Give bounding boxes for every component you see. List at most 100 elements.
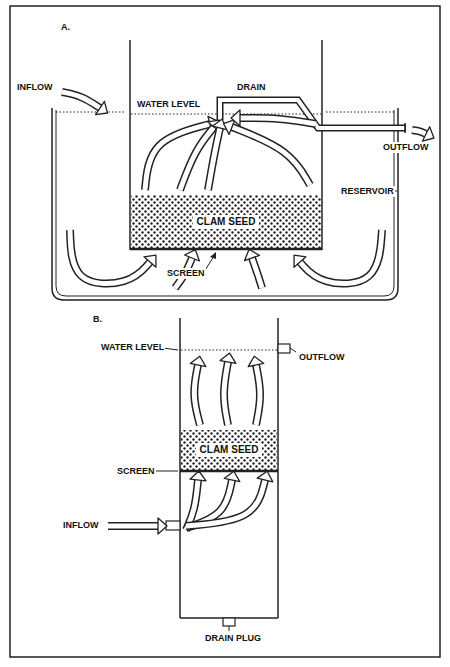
outflow-spout	[278, 344, 290, 353]
reservoir-wall	[56, 110, 394, 296]
flow-arrow-head	[96, 101, 108, 114]
part-label: SCREEN	[166, 268, 206, 279]
screen-line	[130, 248, 322, 251]
seed-band: CLAM SEED	[131, 195, 321, 248]
node-text: CLAM SEED	[196, 443, 263, 457]
water-level-line	[131, 114, 321, 115]
flow-arrow-fill	[240, 118, 316, 124]
flow-arrow-outline	[70, 230, 150, 284]
clam-seed-bed	[181, 430, 277, 470]
flow-arrow	[412, 127, 434, 141]
flow-arrow-fill	[412, 130, 426, 134]
flow-arrow	[231, 110, 316, 126]
water-level-line	[181, 350, 277, 351]
flow-arrow-head	[422, 127, 434, 141]
flow-arrow-fill	[194, 365, 200, 425]
drain-pipe	[220, 100, 405, 128]
flow-arrow	[190, 356, 206, 425]
screen-line	[180, 470, 278, 473]
flow-arrow-outline	[232, 127, 310, 185]
flow-arrow-fill	[252, 258, 262, 288]
flow-arrow	[108, 518, 167, 534]
part-label: WATER LEVEL	[136, 99, 201, 110]
flow-arrow-fill	[186, 480, 265, 526]
flow-arrow-outline	[224, 362, 228, 425]
leader-line	[152, 471, 178, 472]
flow-arrow-outline	[208, 128, 220, 190]
pipe-end	[404, 123, 406, 133]
flow-arrow-outline	[240, 118, 316, 124]
leader-head	[210, 252, 216, 259]
flow-arrow-fill	[208, 128, 220, 190]
part-label: SCREEN	[116, 466, 156, 477]
flow-arrow-outline	[256, 365, 260, 425]
part-label: INFLOW	[62, 520, 100, 531]
flow-arrow-fill	[62, 92, 100, 108]
flow-arrow	[294, 230, 382, 284]
flow-arrow-outline	[186, 480, 265, 526]
flow-arrow-fill	[145, 124, 210, 190]
flow-arrow-fill	[256, 365, 260, 425]
flow-arrow-fill	[300, 230, 382, 284]
flow-arrow-head	[231, 110, 240, 126]
flow-arrow-outline	[300, 230, 382, 284]
flow-arrow-outline	[252, 258, 262, 288]
flow-arrow	[186, 471, 273, 526]
part-label: WATER LEVEL	[100, 342, 165, 353]
flow-arrow	[180, 120, 220, 190]
flow-arrow-outline	[145, 124, 210, 190]
flow-arrow-head	[245, 250, 260, 261]
part-label: DRAIN	[236, 82, 267, 93]
part-label: B.	[92, 314, 103, 325]
flow-arrow-fill	[224, 362, 228, 425]
flow-arrow-outline	[108, 522, 158, 530]
column-wall	[277, 318, 279, 618]
flow-arrow	[248, 356, 264, 425]
flow-arrow	[224, 120, 310, 185]
flow-arrow-head	[224, 120, 235, 135]
flow-arrow-head	[248, 356, 264, 366]
node-text: CLAM SEED	[193, 215, 260, 229]
flow-arrow-fill	[70, 230, 150, 284]
drain-pipe	[220, 100, 406, 128]
flow-arrow-outline	[412, 130, 426, 134]
inflow-pipe	[166, 521, 180, 530]
flow-arrow	[220, 353, 236, 425]
water-level-line	[56, 112, 126, 113]
part-label: DRAIN PLUG	[204, 633, 262, 644]
leader-line	[229, 626, 230, 631]
seed-band: CLAM SEED	[181, 430, 277, 470]
part-label: OUTFLOW	[298, 352, 346, 363]
flow-arrow	[245, 250, 263, 289]
flow-arrow-head	[190, 471, 206, 481]
column-wall	[179, 318, 181, 618]
flow-arrow-head	[144, 255, 156, 267]
flow-arrow-outline	[194, 365, 200, 425]
drain-plug	[223, 618, 235, 626]
flow-arrow-head	[224, 471, 240, 481]
clam-seed-bed	[131, 195, 321, 248]
flow-arrow-head	[294, 255, 306, 267]
water-level-line	[326, 112, 394, 113]
frame	[10, 6, 440, 657]
flow-arrow	[70, 230, 156, 284]
flow-arrow-head	[185, 250, 200, 261]
flow-arrow-outline	[62, 92, 100, 108]
flow-arrow-head	[158, 518, 167, 534]
part-label: OUTFLOW	[382, 142, 430, 153]
flow-arrow-head	[257, 471, 273, 482]
leader-line	[290, 348, 296, 352]
flow-arrow-head	[190, 356, 206, 366]
flow-arrow-head	[220, 353, 236, 363]
flow-arrow	[208, 119, 228, 190]
cylinder-wall	[321, 40, 323, 250]
part-label: RESERVOIR	[340, 186, 395, 197]
flow-arrow	[62, 92, 108, 115]
flow-arrow-fill	[232, 127, 310, 185]
part-label: A.	[60, 22, 71, 33]
flow-arrows	[62, 92, 434, 534]
part-label: INFLOW	[16, 82, 54, 93]
cylinder-wall	[129, 40, 131, 250]
